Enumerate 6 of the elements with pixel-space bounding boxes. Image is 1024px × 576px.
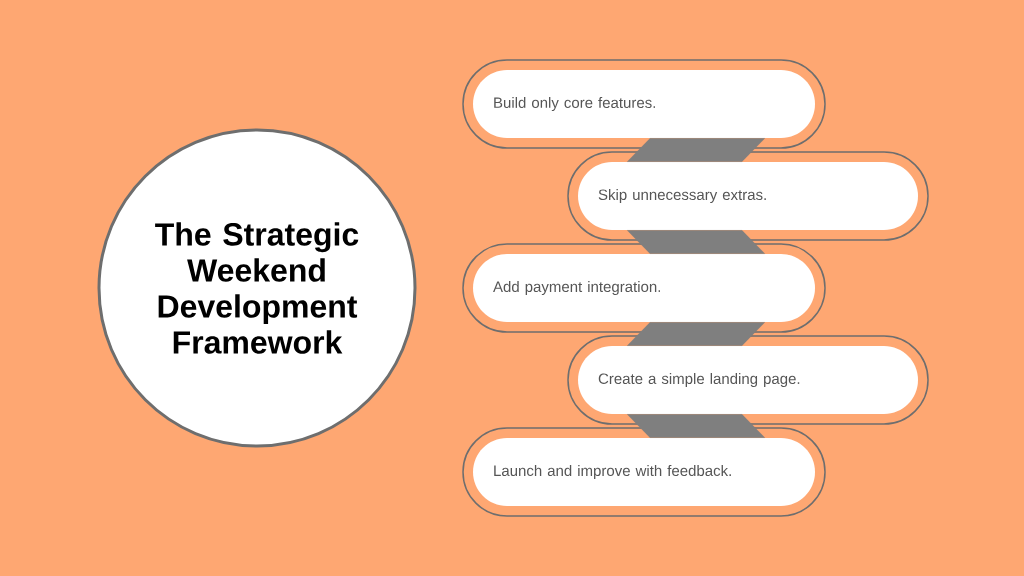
- connector-band: [626, 414, 766, 438]
- connector-band: [626, 138, 766, 162]
- connector-band: [626, 322, 766, 346]
- step-pill: Build only core features.: [462, 59, 826, 149]
- step-pill: Launch and improve with feedback.: [462, 427, 826, 517]
- connector-band: [626, 230, 766, 254]
